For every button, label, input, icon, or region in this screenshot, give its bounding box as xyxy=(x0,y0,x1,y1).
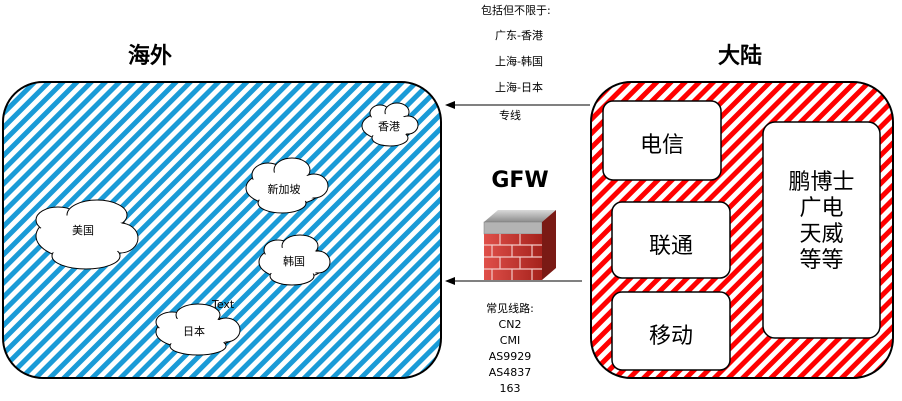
common-route-4: AS4837 xyxy=(488,366,532,379)
dedicated-line-1: 广东-香港 xyxy=(495,29,543,42)
common-route-1: CN2 xyxy=(498,318,522,331)
stray-text-label: Text xyxy=(212,298,235,311)
gfw-label: GFW xyxy=(491,168,549,193)
cloud-korea xyxy=(258,234,331,286)
dedicated-lines-footer: 专线 xyxy=(499,109,521,122)
mainland-title: 大陆 xyxy=(717,44,762,69)
isp-box-telecom xyxy=(602,100,722,181)
region-label-japan: 日本 xyxy=(183,325,205,338)
isp-label-telecom: 电信 xyxy=(639,133,684,158)
cloud-usa xyxy=(35,199,139,270)
overseas-region xyxy=(2,81,442,379)
cloud-hongkong xyxy=(361,102,419,147)
isp-box-mobile xyxy=(611,291,731,371)
cloud-japan xyxy=(155,303,241,356)
other-isp-2: 广电 xyxy=(799,196,844,221)
common-routes-list: 常见线路: CN2 CMI AS9929 AS4837 163 xyxy=(468,301,552,397)
region-label-usa: 美国 xyxy=(72,224,94,237)
dedicated-line-2: 上海-韩国 xyxy=(495,55,543,68)
cloud-singapore xyxy=(245,157,329,214)
overseas-title: 海外 xyxy=(127,44,172,69)
firewall-icon xyxy=(483,210,556,280)
region-label-korea: 韩国 xyxy=(283,255,305,268)
isp-box-unicom xyxy=(611,201,731,279)
region-label-hongkong: 香港 xyxy=(378,120,400,133)
other-isp-3: 天威 xyxy=(799,222,844,247)
region-label-singapore: 新加坡 xyxy=(267,183,301,196)
dedicated-lines-heading: 包括但不限于: xyxy=(481,4,551,17)
other-isp-4: 等等 xyxy=(799,248,844,273)
other-isps-box xyxy=(762,121,881,339)
mainland-region xyxy=(590,81,894,379)
isp-label-unicom: 联通 xyxy=(648,234,693,259)
dedicated-line-3: 上海-日本 xyxy=(495,81,543,94)
other-isps-list: 鹏博士 广电 天威 等等 xyxy=(763,170,880,274)
common-route-2: CMI xyxy=(499,334,521,347)
common-route-5: 163 xyxy=(499,382,521,395)
common-route-3: AS9929 xyxy=(488,350,532,363)
common-routes-heading: 常见线路: xyxy=(486,302,534,315)
isp-label-mobile: 移动 xyxy=(648,324,693,349)
other-isp-1: 鹏博士 xyxy=(788,170,855,195)
